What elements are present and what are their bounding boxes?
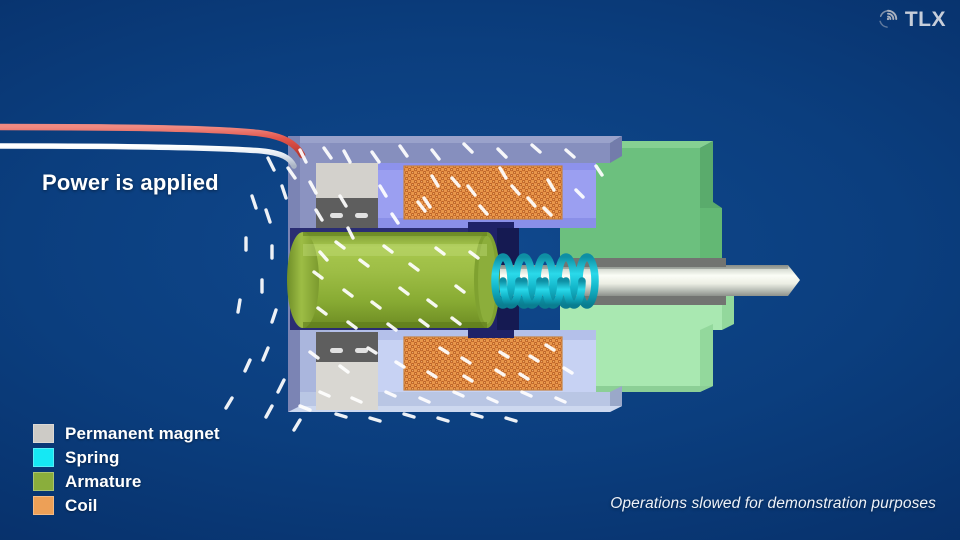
- neutral-wire: [0, 143, 297, 169]
- armature: [287, 232, 500, 328]
- brand-logo: TLX: [877, 8, 946, 30]
- magnetic-field-lines: [224, 142, 604, 432]
- brand-name: TLX: [904, 7, 946, 31]
- legend-swatch-permanent-magnet: [33, 424, 54, 443]
- coil-lower: [403, 336, 563, 391]
- spring: [491, 253, 599, 309]
- legend-item: Spring: [33, 447, 220, 468]
- legend-swatch-spring: [33, 448, 54, 467]
- legend-item: Coil: [33, 495, 220, 516]
- legend-label-armature: Armature: [65, 472, 142, 491]
- power-status-caption: Power is applied: [42, 170, 219, 195]
- disclaimer-footnote: Operations slowed for demonstration purp…: [610, 495, 936, 512]
- swirl-icon: [877, 8, 899, 30]
- legend: Permanent magnet Spring Armature Coil: [33, 423, 220, 516]
- legend-label-spring: Spring: [65, 448, 120, 467]
- wire-harness: [0, 123, 306, 169]
- spring-front-coils: [499, 277, 586, 309]
- permanent-magnet-upper: [316, 163, 378, 236]
- legend-label-permanent-magnet: Permanent magnet: [65, 424, 220, 443]
- legend-swatch-coil: [33, 496, 54, 515]
- legend-item: Permanent magnet: [33, 423, 220, 444]
- legend-swatch-armature: [33, 472, 54, 491]
- shaft-seat: [560, 258, 726, 305]
- legend-item: Armature: [33, 471, 220, 492]
- power-wire: [0, 123, 306, 159]
- legend-label-coil: Coil: [65, 496, 98, 515]
